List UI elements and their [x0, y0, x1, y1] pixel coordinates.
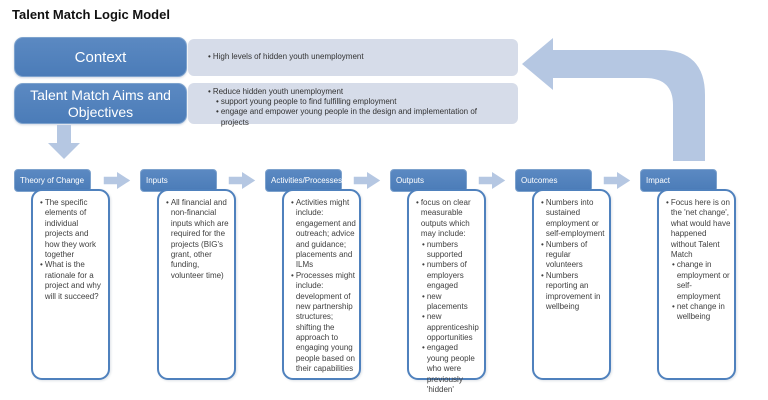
bullet-text: Numbers reporting an improvement in well… [545, 270, 601, 311]
aims-box: Talent Match Aims and Objectives [14, 83, 187, 124]
bullet-item: •focus on clear measurable outputs which… [416, 198, 481, 240]
bullet-text: All financial and non-financial inputs w… [170, 198, 229, 280]
column-body: •Numbers into sustained employment or se… [532, 189, 611, 380]
bullet-text: Focus here is on the 'net change', what … [670, 198, 731, 259]
bullet-item: •change in employment or self-employment [672, 260, 731, 302]
bullet-item: •Reduce hidden youth unemployment [208, 87, 490, 97]
bullet-text: net change in wellbeing [676, 301, 725, 322]
right-arrow-icon [103, 172, 131, 189]
context-bar: •High levels of hidden youth unemploymen… [188, 39, 518, 76]
right-arrow-icon [603, 172, 631, 189]
bullet-dot: • [422, 312, 425, 322]
bullet-text: The specific elements of individual proj… [44, 198, 96, 259]
bullet-item: •engaged young people who were previousl… [422, 343, 481, 395]
right-arrow-icon [353, 172, 381, 189]
bullet-item: •engage and empower young people in the … [216, 107, 490, 127]
bullet-text: support young people to find fulfilling … [220, 97, 397, 107]
column-body: •All financial and non-financial inputs … [157, 189, 236, 380]
bullet-dot: • [422, 343, 425, 353]
bullet-text: change in employment or self-employment [676, 260, 730, 301]
bullet-dot: • [422, 260, 425, 270]
bullet-text: new placements [426, 291, 468, 311]
right-arrow-icon [478, 172, 506, 189]
aims-label: Talent Match Aims and Objectives [30, 87, 171, 120]
bullet-text: engage and empower young people in the d… [220, 107, 477, 127]
bullet-dot: • [422, 239, 425, 249]
bullet-dot: • [216, 97, 219, 107]
column-outcomes: Outcomes •Numbers into sustained employm… [515, 169, 627, 384]
down-arrow-icon [48, 125, 80, 159]
feedback-arrow-icon [510, 30, 715, 165]
column-theory-of-change: Theory of Change •The specific elements … [14, 169, 126, 384]
bullet-item: •All financial and non-financial inputs … [166, 198, 231, 281]
context-box: Context [14, 37, 187, 77]
bullet-dot: • [541, 239, 544, 249]
bullet-item: •Processes might include: development of… [291, 271, 356, 375]
bullet-item: •new apprenticeship opportunities [422, 312, 481, 343]
bullet-item: •Numbers of regular volunteers [541, 240, 606, 271]
bullet-item: •Numbers reporting an improvement in wel… [541, 271, 606, 313]
bullet-dot: • [541, 270, 544, 280]
bullet-item: •The specific elements of individual pro… [40, 198, 105, 260]
column-body: •Activities might include: engagement an… [282, 189, 361, 380]
bullet-dot: • [208, 87, 211, 96]
bullet-text: new apprenticeship opportunities [426, 312, 479, 343]
bullet-item: •numbers of employers engaged [422, 260, 481, 291]
right-arrow-icon [228, 172, 256, 189]
bullet-dot: • [166, 198, 169, 207]
bullet-text: Reduce hidden youth unemployment [212, 87, 344, 96]
column-inputs: Inputs •All financial and non-financial … [140, 169, 252, 384]
bullet-item: •What is the rationale for a project and… [40, 260, 105, 302]
bullet-item: •net change in wellbeing [672, 302, 731, 323]
bullet-text: focus on clear measurable outputs which … [420, 198, 471, 239]
bullet-text: Numbers of regular volunteers [545, 239, 588, 270]
column-body: •focus on clear measurable outputs which… [407, 189, 486, 394]
column-body: •The specific elements of individual pro… [31, 189, 110, 380]
bullet-dot: • [666, 198, 669, 207]
column-activities-processes: Activities/Processes •Activities might i… [265, 169, 377, 384]
bullet-text: Numbers into sustained employment or sel… [545, 198, 605, 239]
bullet-item: •Numbers into sustained employment or se… [541, 198, 606, 240]
context-bullets: •High levels of hidden youth unemploymen… [208, 52, 364, 62]
bullet-dot: • [208, 52, 211, 62]
bullet-dot: • [291, 198, 294, 207]
column-impact: Impact •Focus here is on the 'net change… [640, 169, 752, 384]
bullet-text: What is the rationale for a project and … [44, 260, 101, 301]
column-outputs: Outputs •focus on clear measurable outpu… [390, 169, 502, 394]
bullet-dot: • [40, 260, 43, 270]
bullet-dot: • [672, 260, 675, 270]
bullet-dot: • [416, 198, 419, 207]
bullet-item: •Focus here is on the 'net change', what… [666, 198, 731, 260]
bullet-item: •support young people to find fulfilling… [216, 97, 490, 107]
aims-bullets: •Reduce hidden youth unemployment•suppor… [208, 87, 490, 128]
bullet-item: •numbers supported [422, 240, 481, 261]
bullet-text: Processes might include: development of … [295, 270, 355, 374]
bullet-dot: • [40, 198, 43, 207]
aims-bar: •Reduce hidden youth unemployment•suppor… [188, 83, 518, 127]
bullet-dot: • [422, 291, 425, 301]
bullet-text: Activities might include: engagement and… [295, 198, 356, 270]
bullet-dot: • [216, 107, 219, 117]
bullet-dot: • [672, 301, 675, 311]
column-body: •Focus here is on the 'net change', what… [657, 189, 736, 380]
bullet-text: engaged young people who were previously… [426, 343, 475, 395]
bullet-text: numbers of employers engaged [426, 260, 467, 291]
bullet-item: •Activities might include: engagement an… [291, 198, 356, 271]
bullet-text: High levels of hidden youth unemployment [212, 52, 364, 62]
context-label: Context [74, 48, 127, 66]
page-title: Talent Match Logic Model [12, 7, 170, 22]
bullet-dot: • [541, 198, 544, 207]
bullet-item: •High levels of hidden youth unemploymen… [208, 52, 364, 62]
bullet-dot: • [291, 270, 294, 280]
bullet-item: •new placements [422, 292, 481, 313]
bullet-text: numbers supported [426, 239, 463, 259]
